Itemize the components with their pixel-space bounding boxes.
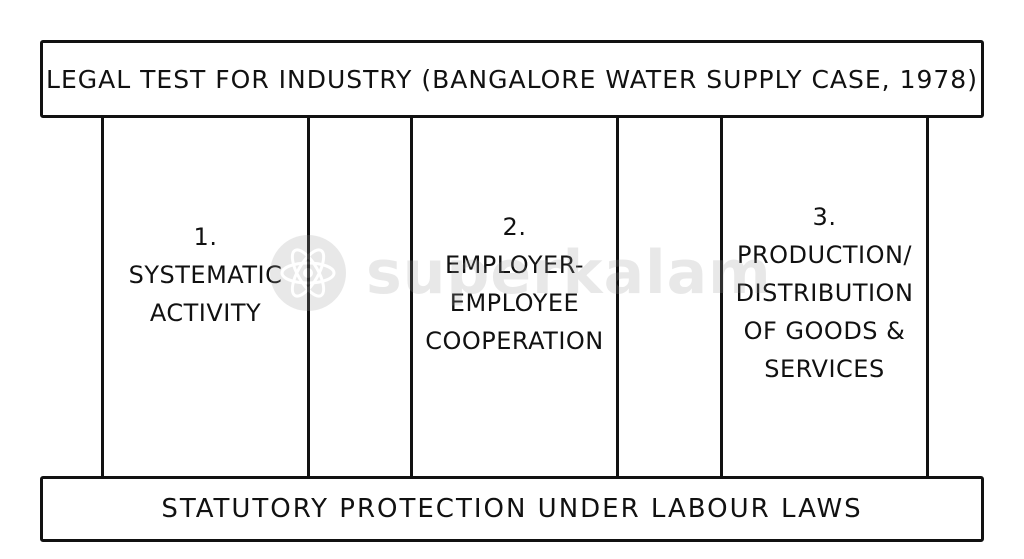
pillar-1-line-1: SYSTEMATIC (128, 261, 283, 289)
pillar-1-left-edge (101, 118, 104, 476)
pillar-3-left-edge (720, 118, 723, 476)
pillar-3-right-edge (926, 118, 929, 476)
pillar-3-line-1: PRODUCTION/ (736, 241, 912, 269)
pillar-2-number: 2. (502, 213, 527, 241)
pillar-3-line-3: OF GOODS & (743, 317, 906, 345)
pillar-2-left-edge (410, 118, 413, 476)
header-beam: LEGAL TEST FOR INDUSTRY (BANGALORE WATER… (40, 40, 984, 118)
pillar-1-text: 1. SYSTEMATIC ACTIVITY (104, 218, 307, 332)
pillar-3-line-2: DISTRIBUTION (735, 279, 914, 307)
pillar-2-line-1: EMPLOYER- (444, 251, 585, 279)
header-title: LEGAL TEST FOR INDUSTRY (BANGALORE WATER… (46, 64, 978, 94)
pillar-3-number: 3. (812, 203, 837, 231)
pillar-2-line-2: EMPLOYEE (449, 289, 580, 317)
pillar-1-right-edge (307, 118, 310, 476)
footer-title: STATUTORY PROTECTION UNDER LABOUR LAWS (161, 494, 863, 524)
pillar-2-line-3: COOPERATION (425, 327, 604, 355)
pillar-1-number: 1. (193, 223, 218, 251)
pillar-3-line-4: SERVICES (764, 355, 885, 383)
pillar-1-line-2: ACTIVITY (149, 299, 262, 327)
pillar-2-text: 2. EMPLOYER- EMPLOYEE COOPERATION (413, 208, 616, 360)
pillar-3-text: 3. PRODUCTION/ DISTRIBUTION OF GOODS & S… (723, 198, 926, 388)
footer-beam: STATUTORY PROTECTION UNDER LABOUR LAWS (40, 476, 984, 542)
pillar-2-right-edge (616, 118, 619, 476)
